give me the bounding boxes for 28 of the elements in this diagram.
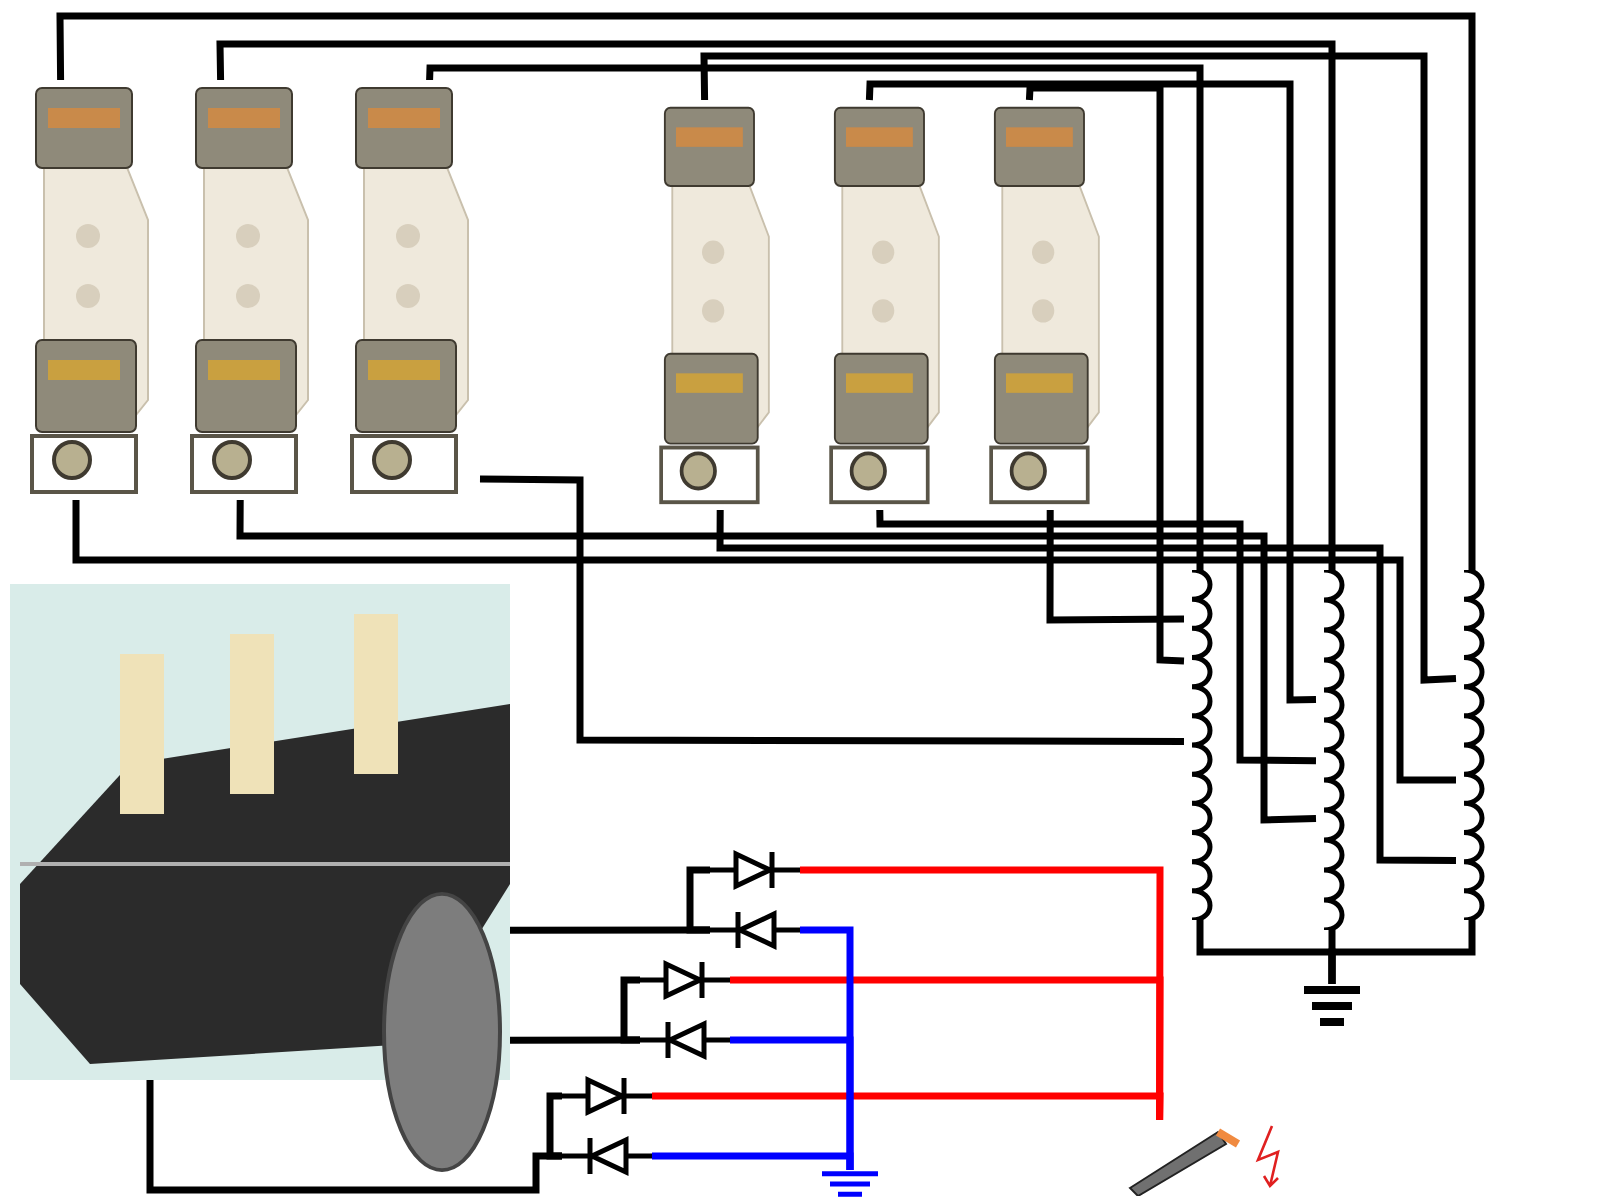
ground-symbol — [1302, 984, 1362, 1028]
diode-symbol — [562, 1136, 652, 1176]
diode-symbol — [640, 1020, 730, 1060]
wire — [716, 510, 1457, 864]
wire — [236, 500, 1317, 824]
wire — [479, 475, 1184, 745]
wire — [876, 509, 1317, 765]
wire — [56, 12, 1476, 570]
wire — [1328, 920, 1476, 984]
wire — [1025, 84, 1185, 665]
wire — [620, 976, 640, 1044]
wire — [652, 1152, 854, 1170]
diode-symbol — [640, 960, 730, 1000]
wire — [216, 40, 1336, 570]
wire — [865, 80, 1317, 704]
transformer-core-drawing — [10, 584, 510, 1080]
wire — [700, 52, 1457, 684]
diode-symbol — [562, 1076, 652, 1116]
wire — [72, 500, 1456, 784]
oval-shape — [380, 890, 504, 1174]
wire — [1046, 510, 1185, 624]
ground-symbol — [820, 1170, 880, 1198]
wire — [426, 64, 1204, 570]
diode-symbol — [710, 910, 800, 950]
wire — [546, 1092, 562, 1160]
wire — [686, 866, 710, 934]
diode-symbol — [710, 850, 800, 890]
wire — [652, 1092, 1164, 1121]
